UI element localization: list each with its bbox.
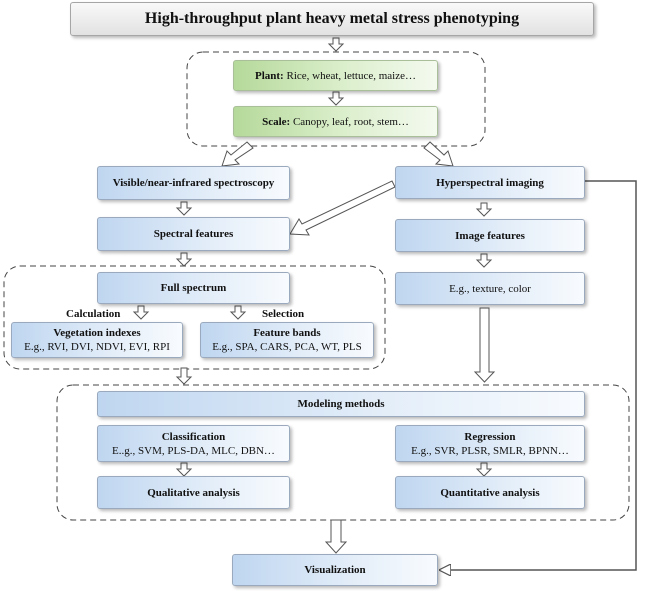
visualization-text: Visualization bbox=[304, 564, 366, 576]
image-features-text: Image features bbox=[455, 229, 525, 242]
spectral-features-text: Spectral features bbox=[153, 228, 234, 240]
line-hyper-to-visualization bbox=[440, 180, 637, 570]
page-title-text: High-throughput plant heavy metal stress… bbox=[144, 10, 520, 27]
image-examples-text: E.g., texture, color bbox=[449, 282, 531, 295]
regression-examples: E.g., SVR, PLSR, SMLR, BPNN… bbox=[411, 444, 569, 457]
hyperspectral-text: Hyperspectral imaging bbox=[436, 176, 544, 189]
image-features-box: Image features bbox=[395, 219, 585, 252]
visualization-box: Visualization bbox=[232, 554, 438, 586]
plant-label: Plant: bbox=[255, 69, 284, 82]
modeling-methods-box: Modeling methods bbox=[97, 391, 585, 417]
arrow-examples-to-modeling bbox=[473, 307, 496, 383]
arrow-scale-to-spectroscopy bbox=[221, 141, 254, 167]
arrow-selection bbox=[229, 305, 247, 320]
regression-box: Regression E.g., SVR, PLSR, SMLR, BPNN… bbox=[395, 425, 585, 462]
modeling-group bbox=[56, 384, 630, 521]
image-examples-box: E.g., texture, color bbox=[395, 272, 585, 305]
full-spectrum-group bbox=[3, 265, 386, 370]
qualitative-analysis-box: Qualitative analysis bbox=[97, 476, 290, 509]
classification-examples: E..g., SVM, PLS-DA, MLC, DBN… bbox=[112, 444, 275, 457]
arrow-title-to-plant bbox=[327, 37, 345, 52]
vegetation-indexes-title: Vegetation indexes bbox=[53, 327, 141, 339]
classification-title: Classification bbox=[161, 430, 226, 443]
calculation-label: Calculation bbox=[66, 308, 121, 320]
scale-text: Canopy, leaf, root, stem… bbox=[292, 115, 409, 128]
feature-bands-title: Feature bands bbox=[253, 327, 321, 339]
spectroscopy-box: Visible/near-infrared spectroscopy bbox=[97, 166, 290, 200]
vegetation-indexes-box: Vegetation indexes E.g., RVI, DVI, NDVI,… bbox=[11, 322, 183, 358]
arrow-calculation bbox=[132, 305, 150, 320]
selection-label: Selection bbox=[262, 308, 305, 320]
qualitative-analysis-text: Qualitative analysis bbox=[147, 486, 240, 499]
spectroscopy-text: Visible/near-infrared spectroscopy bbox=[112, 177, 275, 189]
plant-scale-group bbox=[186, 51, 486, 147]
full-spectrum-box: Full spectrum bbox=[97, 272, 290, 304]
arrow-plant-to-scale bbox=[327, 91, 345, 106]
vegetation-indexes-examples: E.g., RVI, DVI, NDVI, EVI, RPI bbox=[24, 341, 170, 353]
scale-label: Scale: bbox=[262, 115, 291, 128]
classification-box: Classification E..g., SVM, PLS-DA, MLC, … bbox=[97, 425, 290, 462]
full-spectrum-text: Full spectrum bbox=[160, 282, 227, 294]
quantitative-analysis-text: Quantitative analysis bbox=[440, 486, 540, 499]
arrow-image-to-examples bbox=[475, 253, 493, 268]
page-title: High-throughput plant heavy metal stress… bbox=[70, 2, 594, 36]
modeling-methods-text: Modeling methods bbox=[297, 398, 385, 410]
arrow-modeling-to-visualization bbox=[324, 519, 348, 554]
spectral-features-box: Spectral features bbox=[97, 217, 290, 251]
arrow-spectroscopy-to-features bbox=[175, 201, 193, 216]
arrow-scale-to-hyperspectral bbox=[423, 141, 454, 167]
arrow-classification-to-qualitative bbox=[175, 462, 193, 477]
arrow-full-to-modeling bbox=[175, 367, 193, 385]
feature-bands-box: Feature bands E.g., SPA, CARS, PCA, WT, … bbox=[200, 322, 374, 358]
regression-title: Regression bbox=[464, 430, 516, 443]
quantitative-analysis-box: Quantitative analysis bbox=[395, 476, 585, 509]
arrow-features-to-full bbox=[175, 252, 193, 267]
feature-bands-examples: E.g., SPA, CARS, PCA, WT, PLS bbox=[212, 341, 362, 353]
plant-text: Rice, wheat, lettuce, maize… bbox=[286, 69, 416, 82]
scale-box: Scale: Canopy, leaf, root, stem… bbox=[233, 106, 438, 137]
hyperspectral-box: Hyperspectral imaging bbox=[395, 166, 585, 199]
arrow-regression-to-quantitative bbox=[475, 462, 493, 477]
plant-box: Plant: Rice, wheat, lettuce, maize… bbox=[233, 60, 438, 91]
arrow-hyper-to-image bbox=[475, 202, 493, 217]
arrow-hyper-to-spectral bbox=[289, 180, 396, 236]
